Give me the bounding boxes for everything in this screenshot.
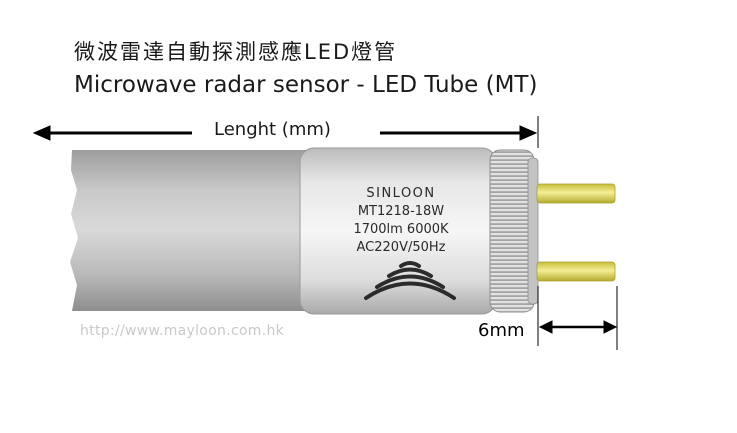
voltage-label: AC220V/50Hz: [356, 240, 446, 255]
length-label: Lenght (mm): [214, 119, 331, 140]
title-chinese: 微波雷達自動探測感應LED燈管: [74, 40, 398, 64]
lumen-label: 1700lm 6000K: [353, 222, 449, 237]
end-cap-ribbed-ring: [489, 149, 535, 313]
pin-bottom: [536, 261, 616, 282]
pin-length-label: 6mm: [478, 320, 525, 341]
length-dimension-arrow: [32, 125, 538, 141]
website-url[interactable]: http://www.mayloon.com.hk: [80, 323, 285, 339]
microwave-wave-icon: [364, 261, 456, 300]
end-cap-face: [527, 157, 539, 305]
pin-dimension-arrow: [538, 320, 618, 334]
title-english: Microwave radar sensor - LED Tube (MT): [74, 72, 538, 98]
pin-top: [536, 183, 616, 204]
brand-label: SINLOON: [366, 186, 436, 201]
model-label: MT1218-18W: [357, 204, 445, 219]
tube-body: [70, 150, 312, 311]
